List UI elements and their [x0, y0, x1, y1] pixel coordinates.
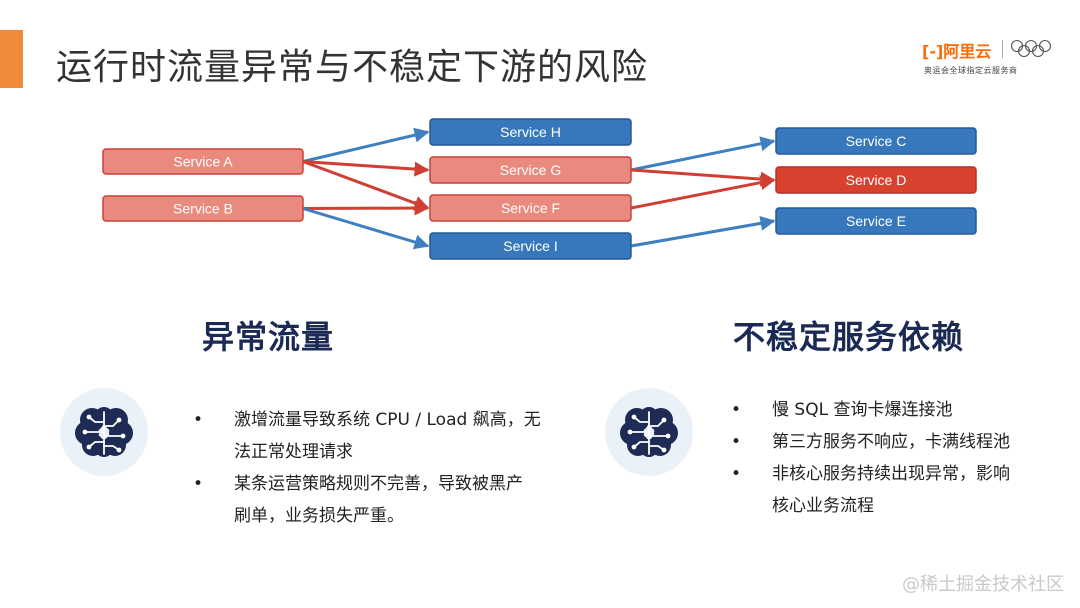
unstable-dependency-heading: 不稳定服务依赖 [733, 318, 965, 356]
brain-circuit-icon [620, 407, 678, 457]
edge-g-to-c [630, 136, 776, 172]
service-node-a: Service A [102, 148, 304, 175]
service-node-label: Service B [173, 201, 233, 217]
edge-b-to-f [302, 200, 430, 216]
service-node-b: Service B [102, 195, 304, 222]
service-node-e: Service E [775, 207, 977, 235]
service-node-label: Service I [503, 238, 557, 254]
service-node-label: Service E [846, 213, 906, 229]
abnormal-traffic-heading: 异常流量 [202, 318, 335, 356]
service-node-label: Service C [846, 133, 907, 149]
list-item: 激增流量导致系统 CPU / Load 飙高，无 法正常处理请求 [193, 404, 568, 468]
service-node-i: Service I [429, 232, 632, 260]
unstable-dependency-list: 慢 SQL 查询卡爆连接池 第三方服务不响应，卡满线程池 非核心服务持续出现异常… [731, 394, 1051, 522]
service-node-label: Service D [846, 172, 907, 188]
edge-b-to-i [302, 207, 430, 250]
edge-a-to-g [302, 160, 430, 177]
service-node-box [429, 232, 632, 260]
edge-i-to-e [630, 215, 776, 248]
edge-f-to-d [630, 175, 776, 210]
list-item: 慢 SQL 查询卡爆连接池 [731, 394, 1051, 426]
service-node-box [775, 207, 977, 235]
service-node-label: Service F [501, 200, 560, 216]
service-node-box [429, 194, 632, 222]
list-item: 第三方服务不响应，卡满线程池 [731, 426, 1051, 458]
title-accent-bar [0, 30, 23, 88]
page-title: 运行时流量异常与不稳定下游的风险 [56, 47, 649, 88]
list-item: 某条运营策略规则不完善，导致被黑产 刷单，业务损失严重。 [193, 468, 568, 532]
list-item: 非核心服务持续出现异常，影响 核心业务流程 [731, 458, 1051, 522]
diagram-edges [302, 127, 776, 250]
service-node-h: Service H [429, 118, 632, 146]
olympic-rings-icon [1010, 39, 1052, 58]
left-icon-circle [60, 388, 148, 476]
service-node-g: Service G [429, 156, 632, 184]
service-node-f: Service F [429, 194, 632, 222]
service-node-label: Service A [173, 154, 233, 170]
brand-divider [1002, 40, 1003, 58]
brand-block: [-]阿里云 奥运会全球指定云服务商 [922, 38, 1062, 78]
aliyun-logo: [-]阿里云 [922, 42, 992, 61]
service-node-label: Service H [500, 124, 561, 140]
diagram-nodes: Service A Service B Service H Service G Serv… [102, 118, 977, 260]
watermark: @稀土掘金技术社区 [902, 574, 1064, 595]
edge-g-to-d [630, 168, 776, 187]
service-node-box [102, 195, 304, 222]
service-node-box [775, 166, 977, 194]
edge-a-to-h [302, 127, 430, 163]
service-node-label: Service G [500, 162, 561, 178]
service-node-box [429, 156, 632, 184]
service-node-box [775, 127, 977, 155]
service-dependency-diagram: Service A Service B Service H Service G Serv… [102, 118, 977, 260]
brain-circuit-icon [75, 407, 133, 457]
edge-a-to-f [302, 160, 430, 211]
service-node-c: Service C [775, 127, 977, 155]
service-node-box [102, 148, 304, 175]
service-node-box [429, 118, 632, 146]
service-node-d: Service D [775, 166, 977, 194]
right-icon-circle [605, 388, 693, 476]
abnormal-traffic-list: 激增流量导致系统 CPU / Load 飙高，无 法正常处理请求 某条运营策略规… [193, 404, 568, 532]
brand-tagline: 奥运会全球指定云服务商 [924, 66, 1018, 75]
